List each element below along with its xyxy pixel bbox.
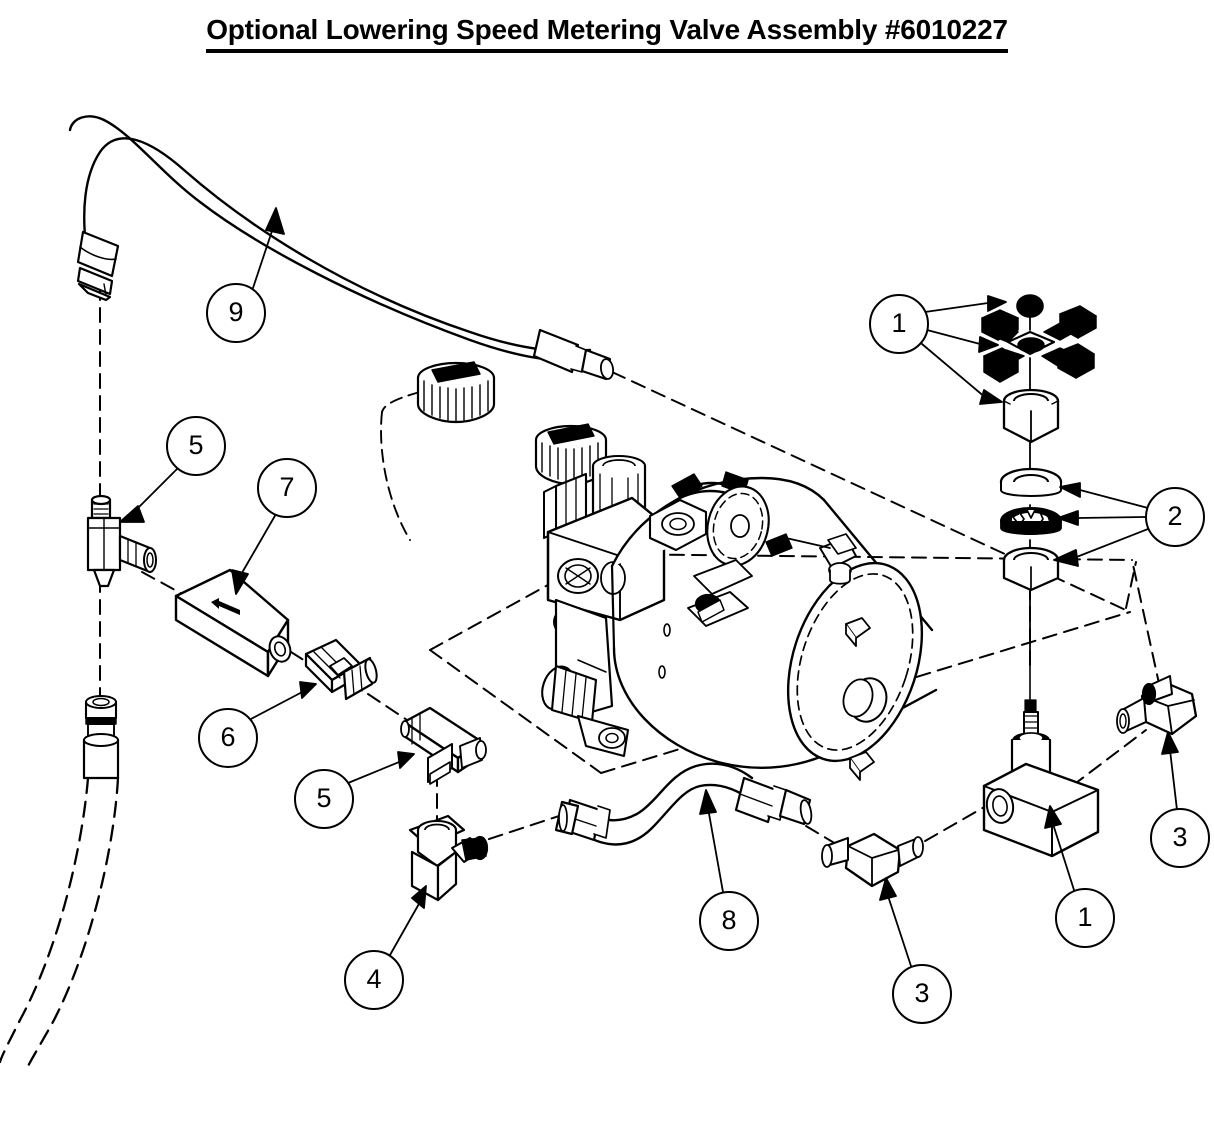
callout-7 [257,458,317,518]
hardware-stack [981,294,1097,592]
part-5b-run-tee [400,706,487,785]
callout-2 [1145,487,1205,547]
callout-label-7: 7 [279,472,294,502]
starter-solenoid [648,471,831,627]
callout-label-9: 9 [228,297,243,327]
leader-line-1b [1044,805,1075,891]
pump-manifold-block [541,496,666,758]
leader-line-5a [119,467,179,523]
part-3b-elbow [1116,675,1198,736]
callout-3-lower [892,964,952,1024]
part-8-short-hose [554,762,813,846]
callout-1-top [869,294,929,354]
leader-line-7 [231,513,277,595]
callout-group: 1 2 9 5 7 6 5 4 8 3 1 3 [119,207,1210,1024]
part-6-hex-nipple [304,638,378,701]
callout-9 [206,283,266,343]
callout-bubbles [166,283,1210,1024]
leader-line-8 [699,789,724,893]
set-screw [1016,294,1044,318]
hex-nut [1002,546,1060,592]
hydraulic-power-unit [380,361,938,781]
callout-4 [344,950,404,1010]
part-9-long-hose [68,115,615,381]
motor-terminal [819,533,857,585]
callout-label-5-lower: 5 [316,783,331,813]
star-lock-washer [1000,507,1062,535]
leader-line-6 [248,681,317,721]
page-title-text: Optional Lowering Speed Metering Valve A… [206,14,1008,53]
leader-line-4 [389,885,427,956]
page-title: Optional Lowering Speed Metering Valve A… [0,14,1214,53]
callout-label-1-lower: 1 [1077,902,1092,932]
callout-label-3-lower: 3 [914,978,929,1008]
callout-label-5-upper: 5 [188,430,203,460]
callout-label-8: 8 [721,905,736,935]
part-3a-elbow [821,832,924,888]
leader-line-5b [347,751,415,784]
callout-labels: 1 2 9 5 7 6 5 4 8 3 1 3 [188,297,1187,1008]
flat-washer [999,467,1063,497]
filler-cap-left [416,361,496,424]
lower-left-phantom-hose [0,695,120,1072]
part-4-street-tee [408,814,489,902]
callout-6 [198,708,258,768]
adjusting-knob [981,305,1097,383]
leader-lines-1a [921,295,1007,405]
callout-label-1-top: 1 [891,308,906,338]
part-1-metering-valve-body [982,659,1100,858]
callout-label-2: 2 [1167,501,1182,531]
part-5a-run-tee [86,494,157,588]
leader-line-3b [1161,731,1179,811]
electric-motor [610,476,938,781]
callout-3-right [1150,808,1210,868]
callout-1-lower [1055,888,1115,948]
callout-label-6: 6 [220,722,235,752]
part-7-check-valve [174,568,292,678]
callout-8 [699,891,759,951]
leader-line-3a [879,877,912,967]
callout-label-4: 4 [366,964,381,994]
callout-5-lower [294,769,354,829]
leader-line-9 [252,207,285,289]
callout-5-upper [166,416,226,476]
leader-lines-2 [1053,482,1149,567]
callout-label-3-right: 3 [1172,822,1187,852]
lock-nut [1002,388,1060,444]
